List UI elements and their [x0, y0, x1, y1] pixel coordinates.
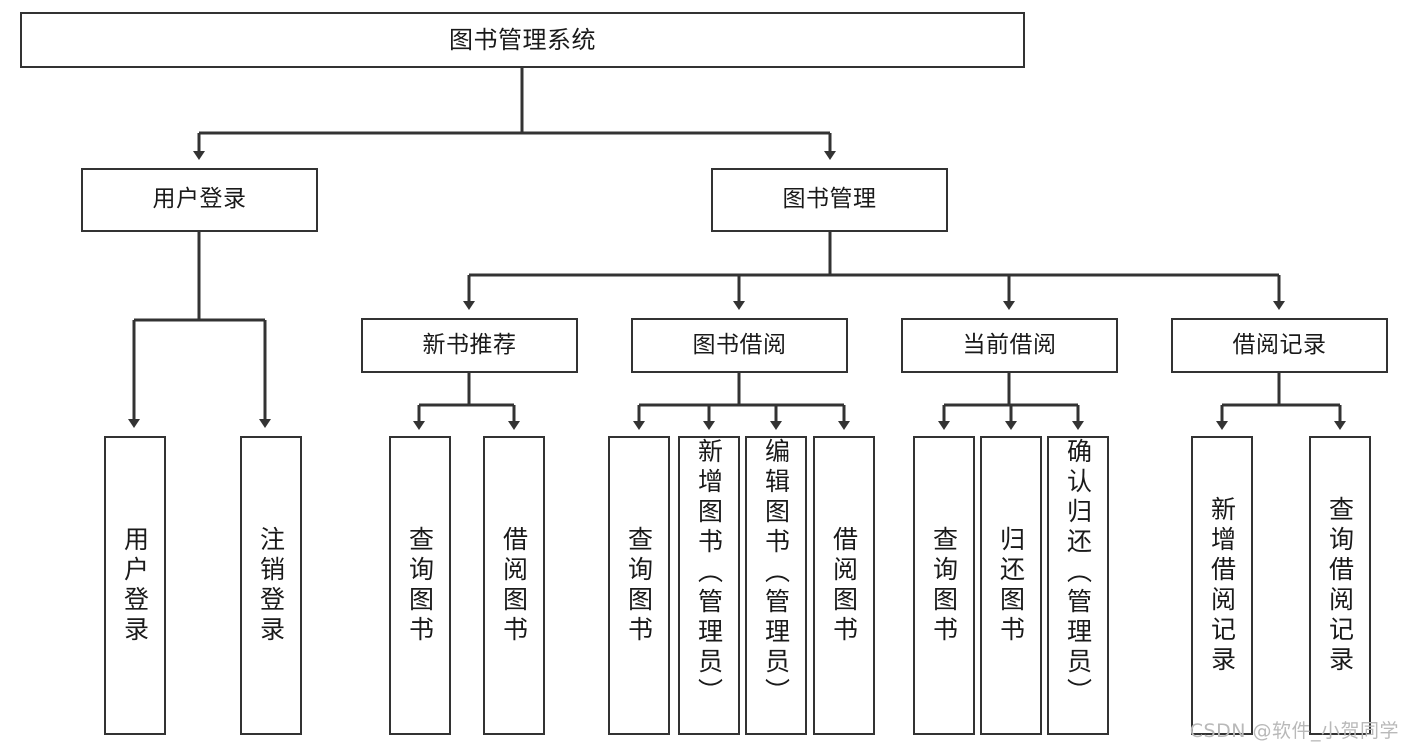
node-leaf-logout[interactable]: 注销登录	[240, 436, 302, 735]
node-current-borrow[interactable]: 当前借阅	[901, 318, 1118, 373]
node-label: 新增借阅记录	[1207, 495, 1237, 676]
node-label: 图书管理系统	[449, 25, 596, 54]
node-leaf-borrow-book-2[interactable]: 借阅图书	[813, 436, 875, 735]
node-leaf-add-book[interactable]: 新增图书（管理员）	[678, 436, 740, 735]
node-label: 借阅记录	[1232, 331, 1327, 358]
node-book-management[interactable]: 图书管理	[711, 168, 948, 232]
node-leaf-add-record[interactable]: 新增借阅记录	[1191, 436, 1253, 735]
node-label: 查询图书	[624, 525, 654, 646]
node-borrow-record[interactable]: 借阅记录	[1171, 318, 1388, 373]
node-leaf-query-book-2[interactable]: 查询图书	[608, 436, 670, 735]
node-label: 借阅图书	[499, 525, 529, 646]
node-new-book-recommend[interactable]: 新书推荐	[361, 318, 578, 373]
node-label: 图书管理	[782, 186, 877, 213]
node-leaf-user-login[interactable]: 用户登录	[104, 436, 166, 735]
node-leaf-confirm-return[interactable]: 确认归还（管理员）	[1047, 436, 1109, 735]
node-label: 确认归还（管理员）	[1063, 438, 1093, 708]
node-label: 新书推荐	[422, 331, 517, 358]
node-label: 编辑图书（管理员）	[761, 438, 791, 708]
node-label: 注销登录	[256, 525, 286, 646]
node-leaf-borrow-book-1[interactable]: 借阅图书	[483, 436, 545, 735]
node-leaf-query-book-1[interactable]: 查询图书	[389, 436, 451, 735]
node-book-borrow[interactable]: 图书借阅	[631, 318, 848, 373]
node-leaf-query-book-3[interactable]: 查询图书	[913, 436, 975, 735]
node-label: 归还图书	[996, 525, 1026, 646]
node-label: 查询图书	[405, 525, 435, 646]
node-label: 新增图书（管理员）	[694, 438, 724, 708]
node-label: 查询借阅记录	[1325, 495, 1355, 676]
node-label: 用户登录	[120, 525, 150, 646]
node-leaf-return-book[interactable]: 归还图书	[980, 436, 1042, 735]
node-label: 查询图书	[929, 525, 959, 646]
node-label: 用户登录	[152, 186, 247, 213]
watermark-text: CSDN @软件_小贺同学	[1189, 720, 1399, 742]
node-label: 当前借阅	[962, 331, 1057, 358]
node-user-login[interactable]: 用户登录	[81, 168, 318, 232]
node-root-book-management-system[interactable]: 图书管理系统	[20, 12, 1025, 68]
node-label: 图书借阅	[692, 331, 787, 358]
node-leaf-edit-book[interactable]: 编辑图书（管理员）	[745, 436, 807, 735]
node-label: 借阅图书	[829, 525, 859, 646]
node-leaf-query-record[interactable]: 查询借阅记录	[1309, 436, 1371, 735]
